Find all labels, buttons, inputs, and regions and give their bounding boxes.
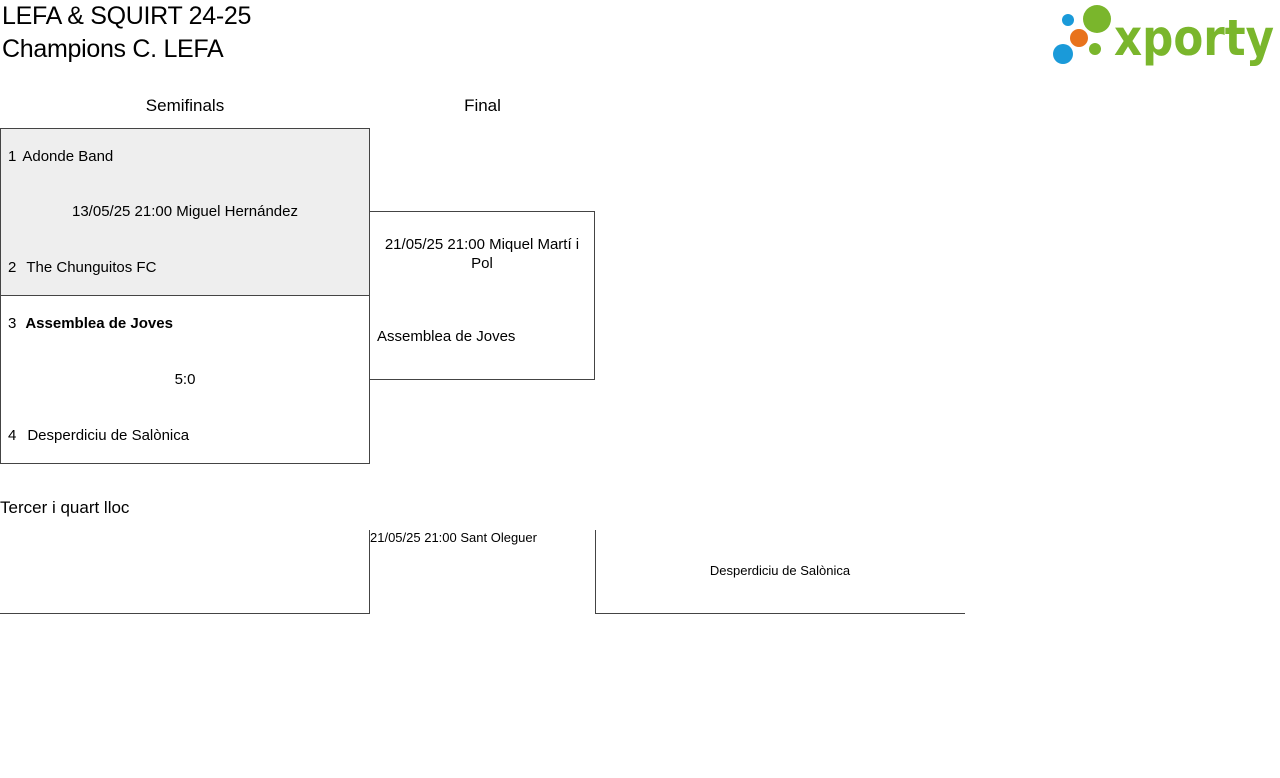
third-place-bracket-line-bottom-right xyxy=(595,613,965,614)
semifinal-2-team-2[interactable]: 4 Desperdiciu de Salònica xyxy=(8,427,189,444)
xporty-logo[interactable]: xporty xyxy=(1050,2,1276,68)
team-name: The Chunguitos FC xyxy=(26,259,157,276)
team-name: Desperdiciu de Salònica xyxy=(27,427,190,444)
team-seed: 2 xyxy=(8,259,17,276)
third-place-title: Tercer i quart lloc xyxy=(0,498,130,517)
team-seed: 3 xyxy=(8,315,17,332)
team-seed: 1 xyxy=(8,148,17,165)
final-info: 21/05/25 21:00 Miquel Martí i Pol xyxy=(384,236,580,272)
page-subtitle: Champions C. LEFA xyxy=(2,35,224,63)
logo-dot-green-small xyxy=(1089,43,1101,55)
final-match[interactable]: 21/05/25 21:00 Miquel Martí i Pol Assemb… xyxy=(369,211,595,380)
semifinal-2-team-1[interactable]: 3 Assemblea de Joves xyxy=(8,315,173,332)
semifinal-1-team-2[interactable]: 2 The Chunguitos FC xyxy=(8,259,156,276)
third-place-bracket-line-bottom-left xyxy=(0,613,370,614)
semifinal-match-2[interactable]: 3 Assemblea de Joves 5:0 4 Desperdiciu de … xyxy=(0,295,370,464)
team-seed: 4 xyxy=(8,427,17,444)
logo-dot-blue-small xyxy=(1062,14,1074,26)
round-header-semifinals: Semifinals xyxy=(145,96,225,115)
page-title: LEFA & SQUIRT 24-25 xyxy=(2,2,252,30)
round-header-final: Final xyxy=(464,96,501,115)
semifinal-2-score: 5:0 xyxy=(174,371,196,388)
semifinal-1-team-1[interactable]: 1 Adonde Band xyxy=(8,148,113,165)
logo-dot-blue-large xyxy=(1053,44,1073,64)
semifinal-match-1[interactable]: 1 Adonde Band 13/05/25 21:00 Miguel Herná… xyxy=(0,128,370,296)
logo-dot-orange xyxy=(1070,29,1088,47)
third-place-bracket-line-vertical-right xyxy=(595,530,596,614)
team-name: Adonde Band xyxy=(22,148,114,165)
third-place-info: 21/05/25 21:00 Sant Oleguer xyxy=(370,530,537,545)
third-place-team[interactable]: Desperdiciu de Salònica xyxy=(709,563,851,578)
final-team[interactable]: Assemblea de Joves xyxy=(377,328,516,345)
semifinal-1-info: 13/05/25 21:00 Miguel Hernández xyxy=(72,203,298,220)
team-name-winner: Assemblea de Joves xyxy=(25,315,173,332)
logo-dot-green-large xyxy=(1083,5,1111,33)
logo-text: xporty xyxy=(1114,9,1274,67)
third-place-bracket-line-vertical-left xyxy=(369,530,370,614)
